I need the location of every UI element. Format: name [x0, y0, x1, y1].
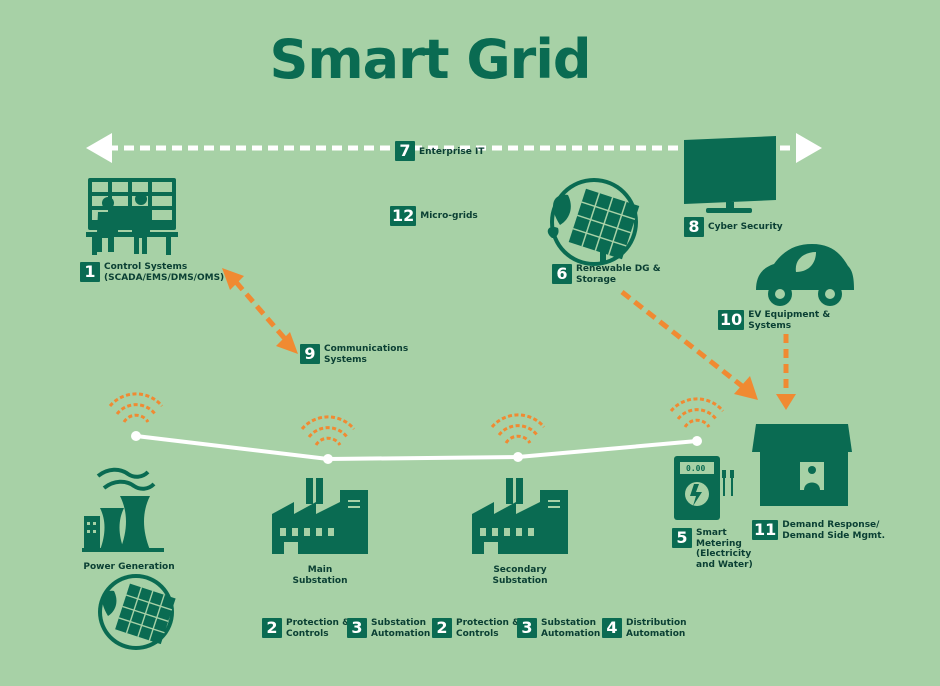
caption-power-generation: Power Generation	[83, 562, 175, 572]
label-demand-response: 11 Demand Response/ Demand Side Mgmt.	[752, 520, 885, 541]
solar-panel-icon	[547, 178, 640, 266]
label-number: 2	[262, 618, 282, 638]
ev-car-icon	[756, 244, 854, 306]
label-protection-controls-1: 2 Protection & Controls	[262, 618, 350, 639]
house-icon	[752, 424, 852, 506]
power-plant-icon	[82, 467, 164, 552]
svg-text:0.00: 0.00	[686, 464, 705, 473]
label-number: 1	[80, 262, 100, 282]
label-substation-automation-1: 3 Substation Automation	[347, 618, 430, 639]
label-renewable-dg: 6 Renewable DG & Storage	[552, 264, 661, 285]
label-ev-equipment: 10 EV Equipment & Systems	[718, 310, 830, 331]
label-enterprise-it: 7 Enterprise IT	[395, 141, 484, 161]
main-substation-icon	[272, 478, 368, 554]
solar-panel-small-icon	[98, 574, 176, 650]
label-text: Distribution Automation	[626, 618, 687, 639]
label-cyber-security: 8 Cyber Security	[684, 217, 783, 237]
label-protection-controls-2: 2 Protection & Controls	[432, 618, 520, 639]
label-number: 6	[552, 264, 572, 284]
label-number: 3	[347, 618, 367, 638]
label-communications: 9 Communications Systems	[300, 344, 408, 365]
label-text: Micro-grids	[420, 211, 478, 221]
label-text: Enterprise IT	[419, 147, 485, 157]
label-text: Communications Systems	[324, 344, 409, 365]
label-number: 4	[602, 618, 622, 638]
secondary-substation-icon	[472, 478, 568, 554]
caption-secondary-substation: Secondary Substation	[492, 565, 548, 586]
label-number: 9	[300, 344, 320, 364]
power-line	[131, 431, 702, 464]
label-number: 10	[718, 310, 745, 330]
monitor-icon	[684, 136, 776, 213]
label-number: 2	[432, 618, 452, 638]
page-title: Smart Grid	[269, 28, 592, 91]
label-distribution-automation: 4 Distribution Automation	[602, 618, 687, 639]
label-number: 3	[517, 618, 537, 638]
label-number: 8	[684, 217, 704, 237]
label-text: Substation Automation	[371, 618, 431, 639]
label-text: Demand Response/ Demand Side Mgmt.	[782, 520, 886, 541]
orange-arrows	[222, 268, 796, 410]
control-room-icon	[86, 178, 178, 255]
label-text: Smart Metering (Electricity and Water)	[696, 528, 753, 570]
label-text: Protection & Controls	[456, 618, 520, 639]
label-micro-grids: 12 Micro-grids	[390, 206, 478, 226]
label-text: Control Systems (SCADA/EMS/DMS/OMS)	[104, 262, 225, 283]
signal-icons	[108, 392, 725, 446]
label-substation-automation-2: 3 Substation Automation	[517, 618, 600, 639]
label-number: 12	[390, 206, 417, 226]
label-smart-metering: 5 Smart Metering (Electricity and Water)	[672, 528, 753, 570]
label-text: Renewable DG & Storage	[576, 264, 661, 285]
label-number: 11	[752, 520, 779, 540]
caption-main-substation: Main Substation	[292, 565, 348, 586]
label-text: EV Equipment & Systems	[748, 310, 831, 331]
label-number: 7	[395, 141, 415, 161]
label-control-systems: 1 Control Systems (SCADA/EMS/DMS/OMS)	[80, 262, 224, 283]
label-text: Substation Automation	[541, 618, 601, 639]
label-text: Cyber Security	[708, 222, 783, 232]
label-number: 5	[672, 528, 692, 548]
label-text: Protection & Controls	[286, 618, 350, 639]
smart-meter-icon: 0.00	[674, 456, 734, 520]
